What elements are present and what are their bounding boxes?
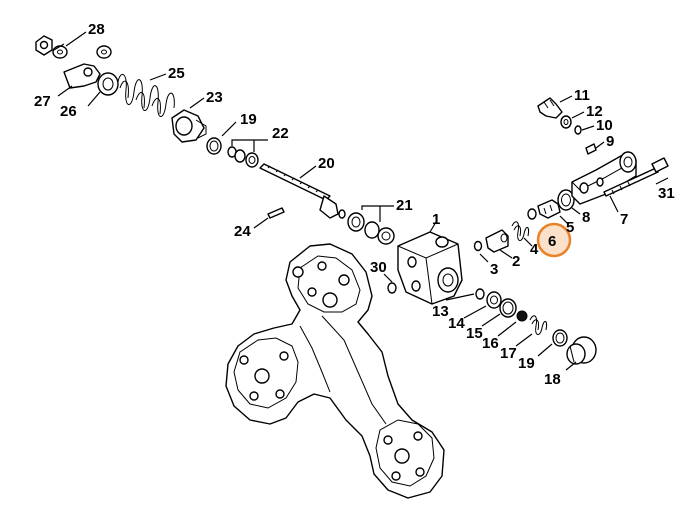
main-bracket-casting	[226, 244, 444, 498]
washer-14-part	[487, 292, 501, 308]
callout-2[interactable]: 2	[512, 253, 520, 270]
seal-rings-upper-part	[228, 147, 258, 167]
plug-18-part	[567, 337, 596, 364]
callout-28[interactable]: 28	[88, 21, 105, 38]
callout-12[interactable]: 12	[586, 103, 603, 120]
callout-10[interactable]: 10	[596, 117, 613, 134]
callout-13[interactable]: 13	[432, 303, 449, 320]
seal-rings-middle-part	[348, 213, 394, 244]
callout-17[interactable]: 17	[500, 345, 517, 362]
o-ring-upper-part	[207, 138, 221, 154]
o-ring-13-part	[476, 289, 484, 299]
washer-part	[53, 46, 67, 58]
nut-part	[36, 36, 52, 55]
o-ring-3-part	[475, 242, 482, 251]
small-spring-part	[512, 222, 529, 241]
callout-25[interactable]: 25	[168, 65, 185, 82]
threaded-rod-part	[260, 164, 345, 218]
callout-31[interactable]: 31	[658, 185, 675, 202]
callout-19-upper[interactable]: 19	[240, 111, 257, 128]
pin-part	[268, 208, 284, 218]
callout-3[interactable]: 3	[490, 261, 498, 278]
small-washer-part	[97, 46, 111, 58]
callout-23[interactable]: 23	[206, 89, 223, 106]
valve-body-part	[398, 232, 462, 304]
adjuster-screw-part	[172, 110, 206, 142]
o-ring-19-lower-part	[553, 330, 567, 346]
long-bolt-part	[604, 158, 668, 196]
spring-seat-part	[98, 73, 118, 95]
ball-16-part	[517, 311, 527, 321]
callout-18[interactable]: 18	[544, 371, 561, 388]
callout-27[interactable]: 27	[34, 93, 51, 110]
valve-cone-part	[538, 200, 560, 218]
callout-30[interactable]: 30	[370, 259, 387, 276]
callout-9[interactable]: 9	[606, 133, 614, 150]
washer-12-part	[561, 116, 571, 128]
small-o-ring-part	[388, 283, 396, 293]
callout-5[interactable]: 5	[566, 219, 574, 236]
callout-16[interactable]: 16	[482, 335, 499, 352]
small-fitting-9-part	[586, 144, 596, 154]
callout-22[interactable]: 22	[272, 125, 289, 142]
highlight-circle[interactable]	[536, 222, 572, 258]
callout-4[interactable]: 4	[530, 241, 539, 258]
callout-1[interactable]: 1	[432, 211, 440, 228]
lever-plate-part	[64, 64, 100, 88]
callout-26[interactable]: 26	[60, 103, 77, 120]
callout-14[interactable]: 14	[448, 315, 465, 332]
callout-labels: 28 27 26 25 23 19 22 20 21 24 1 30 3 2 4…	[34, 21, 675, 388]
ring-15-part	[500, 299, 516, 317]
callout-8[interactable]: 8	[582, 209, 590, 226]
spring-17-part	[530, 316, 547, 335]
bleed-nipple-11-part	[538, 98, 562, 118]
coil-spring-part	[118, 74, 174, 116]
callout-20[interactable]: 20	[318, 155, 335, 172]
valve-insert-part	[486, 230, 508, 252]
callout-24[interactable]: 24	[234, 223, 251, 240]
callout-21[interactable]: 21	[396, 197, 413, 214]
callout-19-lower[interactable]: 19	[518, 355, 535, 372]
washer-10-part	[575, 126, 581, 134]
manifold-block-part	[572, 152, 636, 204]
o-ring-8-part	[558, 190, 574, 210]
callout-15[interactable]: 15	[466, 325, 483, 342]
callout-11[interactable]: 11	[574, 87, 590, 104]
callout-7[interactable]: 7	[620, 211, 628, 228]
callout-6[interactable]: 6	[548, 233, 556, 250]
o-ring-6-part	[528, 209, 536, 219]
